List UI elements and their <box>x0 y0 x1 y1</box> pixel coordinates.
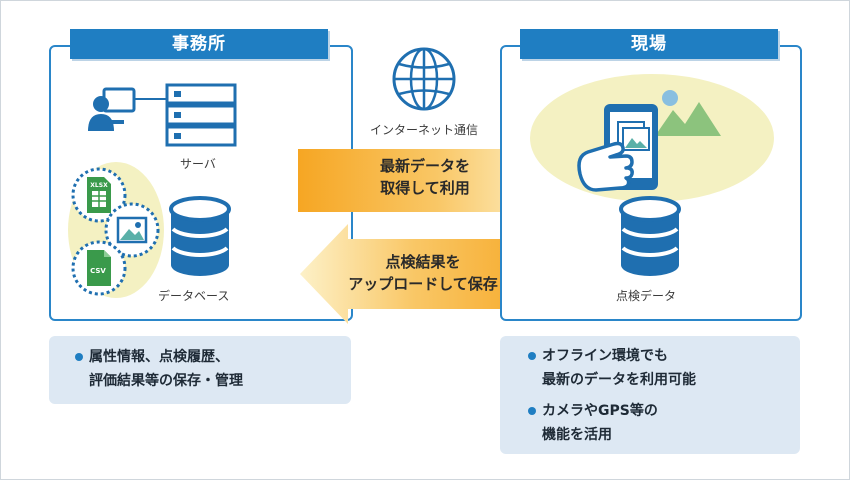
image-file-icon <box>104 202 160 258</box>
office-note-line-1: 属性情報、点検履歴、 <box>89 349 229 365</box>
arrow-to-office-line-2: アップロードして保存 <box>348 275 498 293</box>
server-label: サーバ <box>180 157 216 171</box>
csv-file-icon: CSV <box>71 240 127 296</box>
arrow-to-office-text: 点検結果を アップロードして保存 <box>318 251 528 295</box>
arrow-to-field-line-1: 最新データを <box>379 157 470 175</box>
xlsx-badge: XLSX <box>90 182 108 189</box>
user-at-computer-icon <box>88 87 166 131</box>
database-label: データベース <box>158 289 230 303</box>
field-note-2-line-2: 機能を活用 <box>542 427 612 443</box>
server-rack-icon <box>165 83 237 147</box>
office-note: 属性情報、点検履歴、 評価結果等の保存・管理 <box>49 336 351 404</box>
csv-badge: CSV <box>90 267 106 275</box>
field-data-label: 点検データ <box>616 289 677 303</box>
field-note: オフライン環境でも 最新のデータを利用可能 カメラやGPS等の 機能を活用 <box>500 336 800 454</box>
network-label: インターネット通信 <box>370 123 479 137</box>
field-title: 現場 <box>520 29 778 59</box>
arrow-to-field-line-2: 取得して利用 <box>380 179 470 197</box>
field-note-2-line-1: カメラやGPS等の <box>542 403 658 419</box>
office-title: 事務所 <box>70 29 328 59</box>
field-database-icon <box>619 196 681 276</box>
database-icon <box>169 196 231 276</box>
field-note-bullet-1 <box>528 352 536 360</box>
office-note-bullet <box>75 353 83 361</box>
tablet-touch-icon <box>577 104 658 192</box>
arrow-to-field <box>298 138 551 226</box>
globe-icon <box>392 47 456 111</box>
arrow-to-field-text: 最新データを 取得して利用 <box>340 155 510 199</box>
spreadsheet-file-icon: XLSX <box>71 167 127 223</box>
arrow-to-office <box>300 224 553 324</box>
field-note-1-line-1: オフライン環境でも <box>542 348 668 364</box>
field-note-1-line-2: 最新のデータを利用可能 <box>542 372 696 388</box>
landscape-image-icon <box>655 90 721 136</box>
arrow-to-office-line-1: 点検結果を <box>385 253 461 271</box>
office-note-line-2: 評価結果等の保存・管理 <box>89 373 243 389</box>
field-note-bullet-2 <box>528 407 536 415</box>
